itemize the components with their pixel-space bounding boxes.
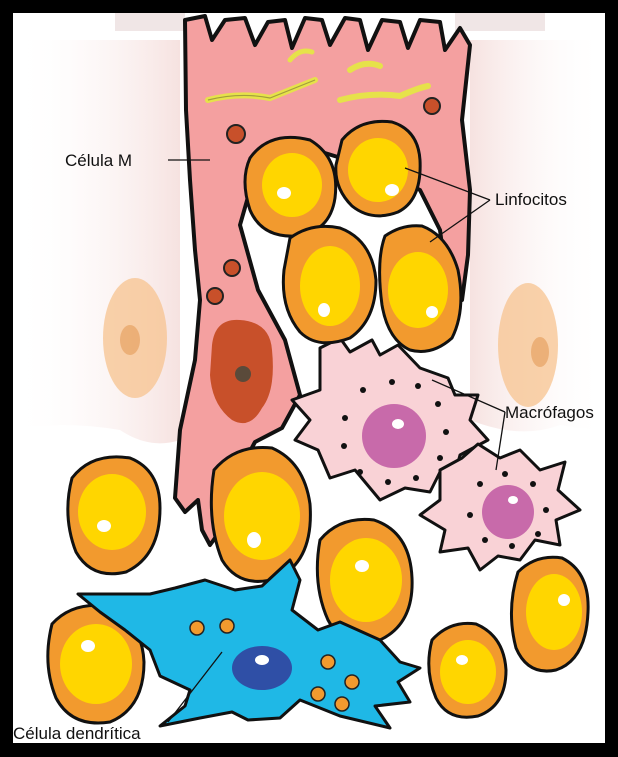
lymphocyte [283,226,376,342]
lymphocyte [68,457,160,574]
label-lymphocytes: Linfocitos [495,190,567,209]
lymphocyte [211,447,310,581]
label-m-cell: Célula M [65,151,132,170]
lymphocyte [245,137,336,236]
diagram-canvas: Célula M Linfocitos Macrófagos Célula de… [13,13,605,743]
epithelial-cell-right [470,40,605,431]
brush-border [115,13,545,31]
epithelial-cell-left [13,40,180,443]
dendritic-nucleus [232,646,292,690]
lymphocyte [429,623,506,717]
m-cell-diagram: Célula M Linfocitos Macrófagos Célula de… [13,13,605,743]
lymphocyte [511,557,588,671]
label-macrophages: Macrófagos [505,403,594,422]
label-dendritic-cell: Célula dendrítica [13,724,141,743]
